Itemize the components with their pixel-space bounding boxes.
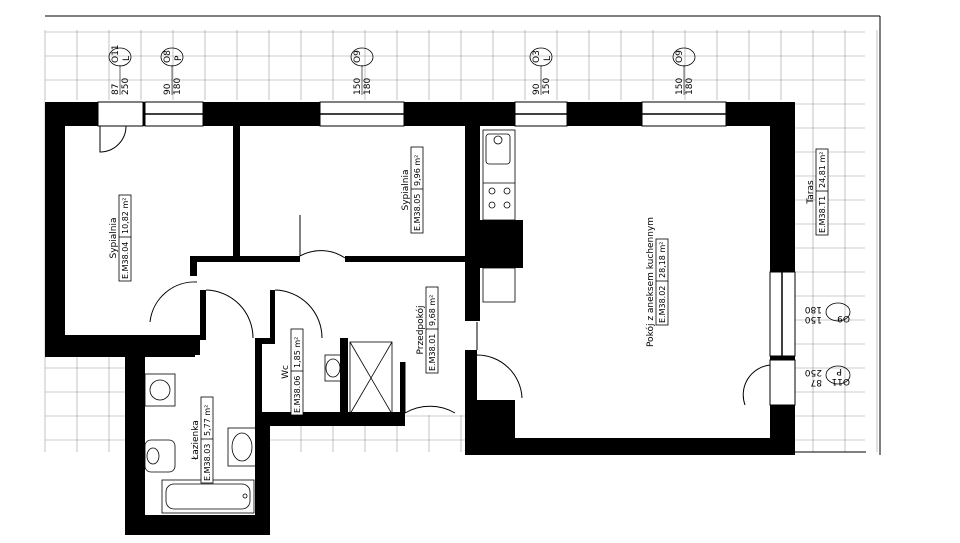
opening-code: O9: [675, 50, 685, 63]
opening-width: 87: [811, 377, 822, 387]
opening-height: 150: [542, 78, 552, 95]
room-code: E.M38.06: [293, 376, 302, 413]
room-area: 1,85 m²: [293, 337, 302, 368]
room-code: E.M38.04: [121, 242, 130, 279]
kitchen-fixtures: [482, 129, 516, 303]
opening-side: L: [543, 56, 553, 61]
room-area: 9,68 m²: [428, 295, 437, 326]
room-name: Taras: [806, 180, 816, 205]
opening-side: P: [174, 55, 184, 61]
room-tag: [118, 194, 132, 282]
top-windows: [97, 101, 727, 127]
room-area: 28,18 m²: [658, 242, 667, 278]
opening-code-circle: [672, 47, 696, 67]
right-openings: [769, 271, 796, 406]
interior-walls: [190, 126, 470, 418]
interior-fill: [45, 100, 795, 535]
opening-code: O8: [163, 50, 173, 63]
room-code: E.M38.01: [428, 334, 437, 371]
opening-height: 250: [121, 78, 131, 95]
opening-height: 180: [173, 78, 183, 95]
opening-height: 180: [363, 78, 373, 95]
opening-code: O3: [532, 50, 542, 63]
opening-code-circle: [350, 47, 374, 67]
room-tag: [290, 328, 304, 416]
room-tag: [410, 146, 424, 234]
room-code: E.M38.T1: [818, 196, 827, 233]
room-tag: [655, 238, 669, 326]
opening-width: 87: [111, 84, 121, 95]
opening-code: O11: [831, 376, 850, 386]
room-area: 9,96 m²: [413, 155, 422, 186]
opening-code-circle: [529, 47, 553, 67]
room-area: 24,81 m²: [818, 152, 827, 188]
opening-width: 150: [675, 78, 685, 95]
room-label-wc: WcE.M38.06 1,85 m²: [281, 328, 304, 416]
room-name: Sypialnia: [109, 218, 119, 259]
opening-side: P: [836, 366, 842, 376]
opening-width: 150: [805, 314, 822, 324]
room-name: Wc: [281, 365, 291, 379]
room-code: E.M38.02: [658, 286, 667, 323]
room-name: Przedpokój: [415, 305, 426, 354]
opening-width: 150: [353, 78, 363, 95]
room-tag: [815, 148, 829, 236]
opening-height: 180: [805, 304, 822, 314]
opening-width: 90: [163, 83, 173, 95]
room-name: Pokój z aneksem kuchennym: [645, 217, 656, 347]
opening-code-circle: [160, 47, 184, 67]
opening-height: 250: [805, 367, 822, 377]
opening-width: 90: [532, 83, 542, 95]
opening-height: 180: [685, 78, 695, 95]
room-area: 10,82 m²: [121, 198, 130, 234]
door-swings: [99, 125, 771, 414]
room-area: 5,77 m²: [203, 405, 212, 436]
opening-code: O11: [111, 44, 121, 63]
opening-code-circle: [108, 47, 132, 67]
opening-code: O9: [353, 50, 363, 63]
room-name: Sypialnia: [401, 170, 411, 211]
opening-side: L: [122, 56, 132, 61]
room-code: E.M38.03: [203, 444, 212, 481]
room-code: E.M38.05: [413, 194, 422, 231]
room-tag: [200, 396, 214, 484]
room-tag: [425, 286, 439, 374]
room-name: Łazienka: [191, 420, 201, 461]
opening-code: O9: [837, 313, 850, 323]
